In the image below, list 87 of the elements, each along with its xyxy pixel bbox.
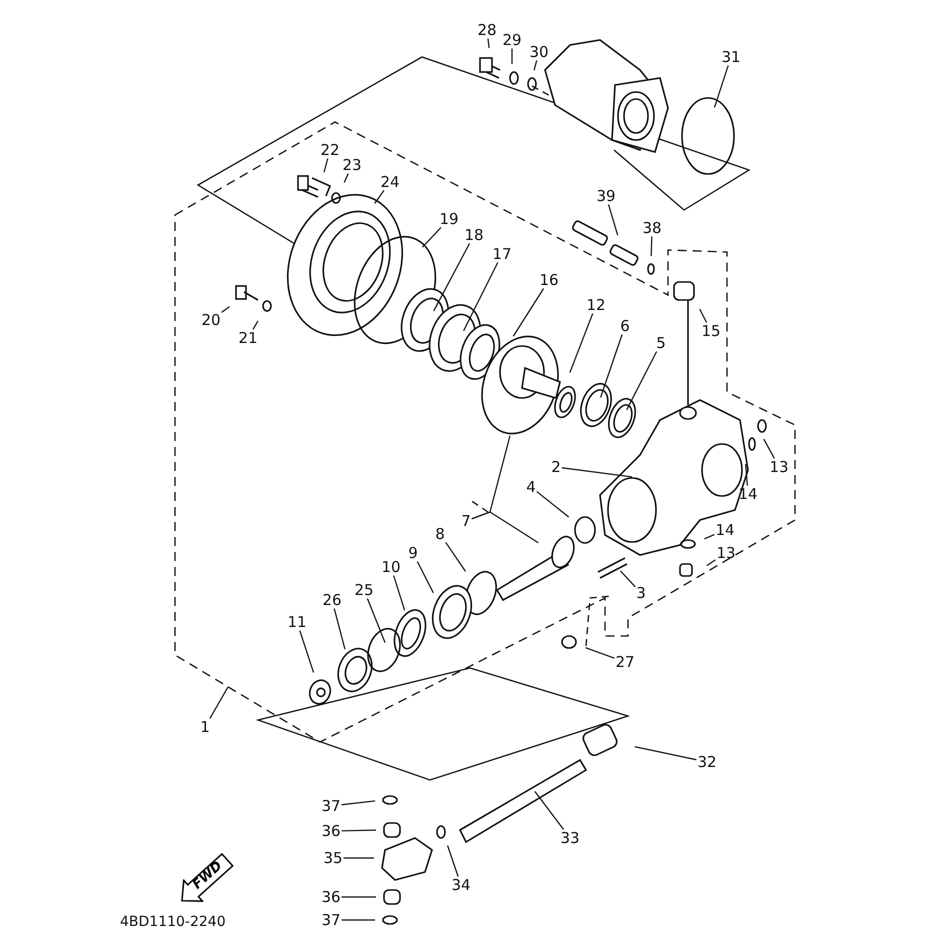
leader-line [252,320,258,330]
callout-number: 10 [380,558,402,576]
callout-number: 33 [559,830,581,846]
callout-number: 21 [237,330,259,346]
callout-number: 13 [768,458,790,476]
leader-line [763,438,775,459]
callout-number: 22 [319,142,341,158]
callout-number: 16 [538,272,560,288]
leader-line [714,65,729,108]
callout-number: 14 [714,522,736,538]
callout-number: 13 [715,544,737,562]
callout-number: 36 [320,888,342,906]
leader-line [620,570,636,588]
leader-line [536,491,570,518]
leader-line [447,845,459,877]
leader-line [487,38,490,48]
leader-line [209,686,229,719]
leader-line [706,559,716,566]
callout-number: 3 [635,584,647,602]
callout-number: 4 [525,478,537,496]
callout-number: 30 [528,44,550,60]
callout-number: 14 [737,486,759,502]
callout-number: 1 [199,718,211,736]
callout-number: 12 [585,296,607,314]
leader-line [422,227,442,248]
leader-line [334,608,346,650]
leader-line [534,60,538,70]
leader-line [341,800,376,806]
callout-number: 29 [501,32,523,48]
callout-number: 11 [286,614,308,630]
leader-line [650,236,652,256]
leader-line [342,919,375,921]
callout-number: 6 [619,318,631,334]
leader-line [374,190,384,204]
callout-number: 32 [696,754,718,770]
leader-line [463,262,498,332]
callout-number: 9 [407,544,419,562]
callout-number: 38 [641,220,663,236]
callout-number: 5 [655,334,667,352]
callout-number: 37 [320,912,342,928]
leader-line [600,334,623,398]
callout-number: 2 [550,458,562,476]
leader-line [634,746,697,760]
callout-number: 34 [450,876,472,894]
leader-line [366,598,386,643]
callout-number: 23 [341,156,363,174]
leader-line [699,308,708,323]
leader-line [704,534,715,540]
leader-line [569,313,594,373]
leader-line [745,464,748,486]
leader-line [344,173,349,183]
leader-line [608,204,618,236]
leader-line [393,575,406,611]
part-code: 4BD1110-2240 [120,914,226,930]
leader-line [416,561,434,594]
callout-number: 17 [491,246,513,262]
callout-number: 31 [720,48,742,66]
callout-number: 15 [700,322,722,340]
leader-line [512,288,544,337]
leader-line [534,791,564,830]
callout-number: 36 [320,822,342,840]
callout-number: 27 [614,654,636,670]
callout-number: 39 [595,188,617,204]
leader-line [585,647,615,659]
leader-line [344,857,374,859]
leader-line [342,896,376,898]
callout-number: 26 [321,592,343,608]
callout-number: 7 [460,512,472,530]
callout-number: 35 [322,850,344,866]
leader-line [562,467,632,478]
leader-line [323,158,328,172]
leader-line [511,48,513,64]
callout-number: 24 [379,174,401,190]
callout-number: 37 [320,798,342,814]
leader-line [472,511,539,544]
leader-line [433,243,470,312]
leader-line [342,830,376,832]
callout-number: 28 [476,22,498,38]
leader-line [299,630,314,673]
callout-number: 25 [353,582,375,598]
callout-number: 20 [200,312,222,328]
leader-line [221,306,230,313]
leader-line [445,542,466,572]
leader-line [626,351,658,410]
callout-number: 19 [438,210,460,228]
callout-number: 18 [463,226,485,244]
callout-number: 8 [434,526,446,542]
